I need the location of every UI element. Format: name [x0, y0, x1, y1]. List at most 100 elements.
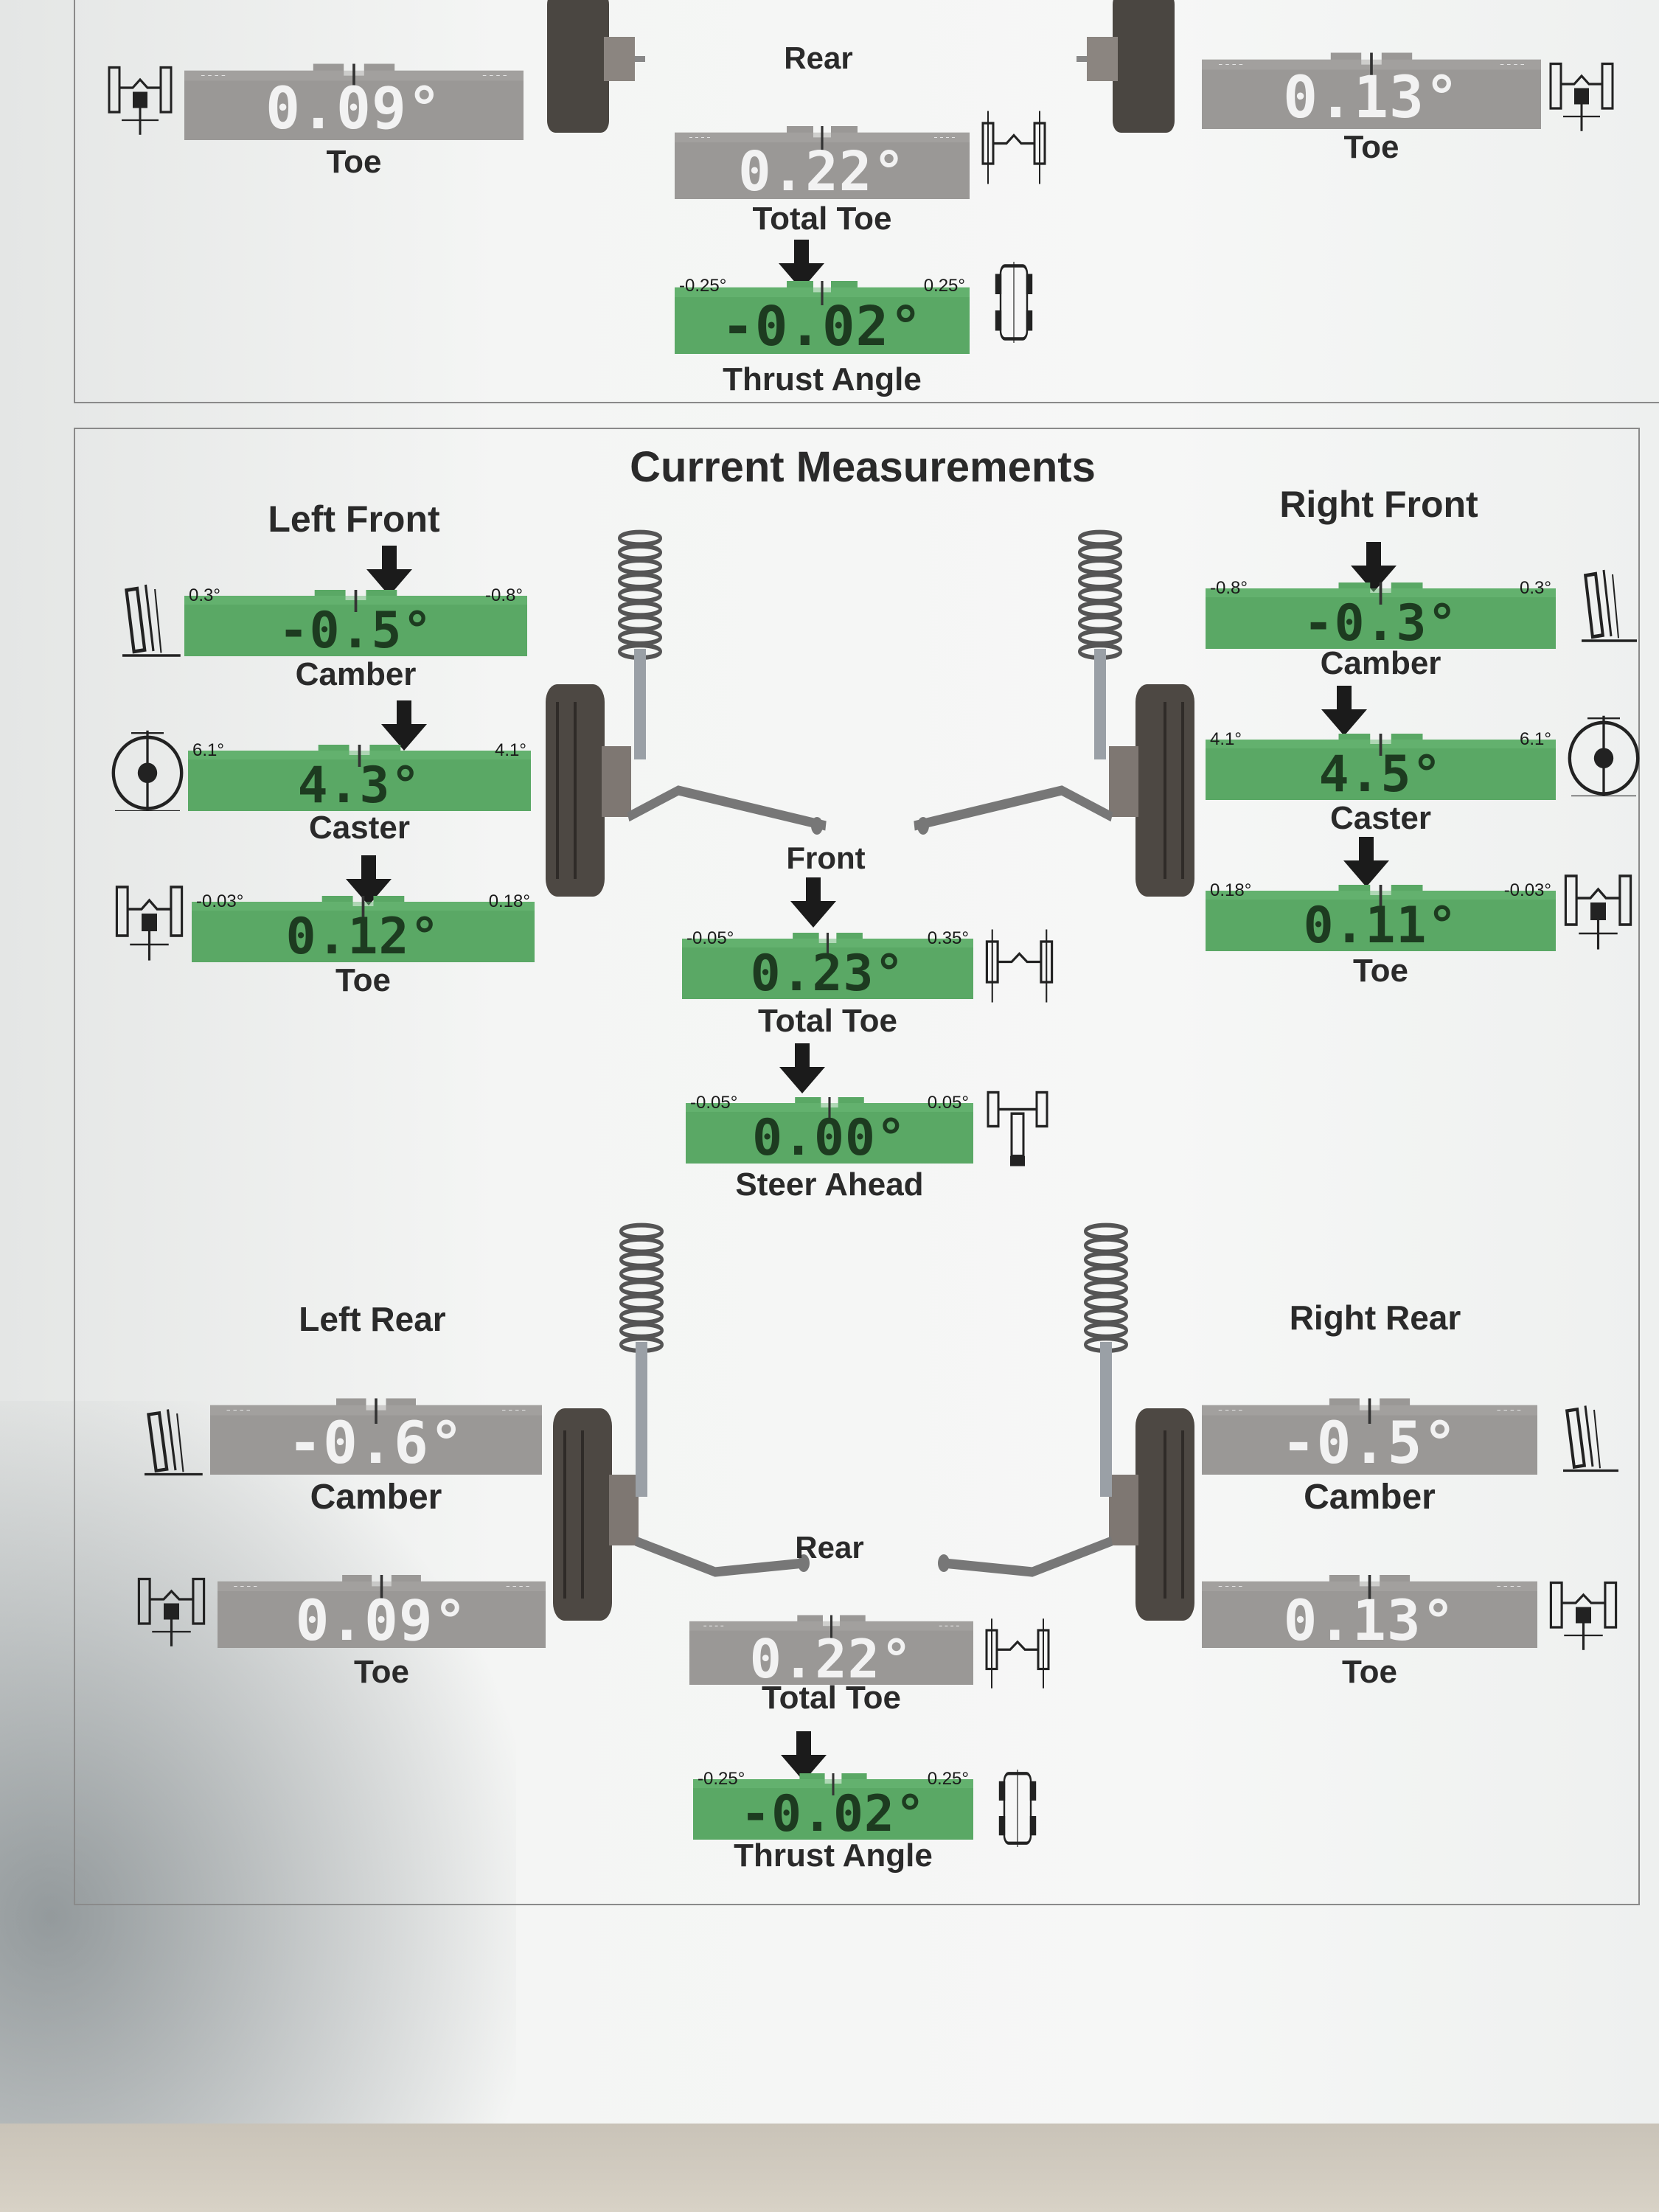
gauge-min: 0.18° — [1210, 880, 1252, 900]
toe-icon — [1545, 52, 1618, 133]
top-right-toe-label: Toe — [1343, 129, 1399, 165]
gauge-min: -0.05° — [690, 1093, 738, 1113]
caster-icon — [1563, 712, 1644, 798]
right-front-caster-gauge: 4.1° 6.1° 4.5° — [1206, 726, 1556, 804]
toe-icon — [1559, 863, 1637, 951]
rear-total-toe-label: Total Toe — [761, 1680, 902, 1716]
camber-icon — [1567, 557, 1641, 645]
toe-icon — [1545, 1571, 1622, 1652]
left-rear-title: Left Rear — [299, 1300, 446, 1338]
gauge-value: -0.5° — [1281, 1411, 1458, 1477]
left-front-toe-label: Toe — [335, 962, 391, 998]
page-shadow — [0, 1401, 516, 2138]
thrust-angle-icon — [992, 262, 1036, 343]
camber-icon — [107, 571, 184, 660]
top-total-toe-gauge: 0.22° — [675, 118, 970, 204]
right-front-toe-gauge: 0.18° -0.03° 0.11° — [1206, 877, 1556, 955]
gauge-value: 4.3° — [297, 757, 422, 815]
left-rear-toe-label: Toe — [354, 1654, 409, 1690]
rear-thrust-angle-label: Thrust Angle — [734, 1837, 933, 1874]
down-arrow — [364, 546, 415, 597]
camber-icon — [1548, 1394, 1622, 1475]
rear-tire-left-icon — [542, 0, 645, 140]
down-arrow — [343, 855, 394, 907]
gauge-min: 6.1° — [192, 740, 224, 760]
top-thrust-angle-gauge: -0.25° 0.25° -0.02° — [675, 273, 970, 358]
right-front-toe-label: Toe — [1353, 953, 1408, 989]
down-arrow — [1340, 837, 1392, 888]
gauge-max: -0.8° — [485, 585, 523, 605]
down-arrow — [1318, 686, 1370, 737]
toe-icon — [133, 1567, 210, 1648]
top-left-toe-gauge: 0.09° — [184, 55, 524, 142]
down-arrow — [787, 877, 839, 929]
rear-total-toe-gauge: 0.22° — [689, 1607, 973, 1690]
gauge-value: 0.12° — [285, 908, 441, 966]
floor-background — [0, 2124, 1659, 2212]
top-right-toe-gauge: 0.13° — [1202, 44, 1541, 131]
gauge-max: 0.3° — [1520, 578, 1551, 598]
thrust-angle-icon — [995, 1770, 1040, 1847]
total-toe-icon — [977, 107, 1051, 188]
gauge-max: 4.1° — [495, 740, 526, 760]
steer-ahead-label: Steer Ahead — [735, 1166, 924, 1203]
left-front-toe-gauge: -0.03° 0.18° 0.12° — [192, 888, 535, 966]
front-label: Front — [786, 841, 866, 875]
rear-tire-right-icon — [1077, 0, 1180, 140]
gauge-min: -0.8° — [1210, 578, 1248, 598]
right-front-camber-label: Camber — [1320, 645, 1441, 681]
top-total-toe-label: Total Toe — [752, 201, 892, 237]
right-rear-toe-gauge: 0.13° — [1202, 1567, 1537, 1653]
steer-ahead-gauge: -0.05° 0.05° 0.00° — [686, 1090, 973, 1167]
gauge-value: 0.00° — [752, 1109, 907, 1167]
gauge-min: 0.3° — [189, 585, 220, 605]
rear-suspension-left-icon — [553, 1209, 848, 1652]
left-front-title: Left Front — [268, 498, 440, 540]
down-arrow — [776, 1043, 828, 1095]
gauge-value: 0.22° — [738, 140, 906, 204]
down-arrow — [778, 1731, 830, 1783]
right-rear-title: Right Rear — [1289, 1298, 1461, 1337]
left-front-caster-gauge: 6.1° 4.1° 4.3° — [188, 737, 531, 815]
gauge-value: -0.3° — [1303, 594, 1458, 653]
top-thrust-angle-label: Thrust Angle — [723, 361, 922, 397]
caster-icon — [107, 726, 188, 813]
rear-suspension-right-icon — [900, 1209, 1194, 1652]
right-rear-camber-label: Camber — [1304, 1478, 1436, 1517]
previous-measurements-panel — [74, 0, 1659, 403]
gauge-max: 0.35° — [927, 928, 969, 948]
toe-icon — [103, 55, 177, 136]
down-arrow — [378, 700, 430, 752]
rear-label: Rear — [795, 1530, 864, 1565]
front-suspension-right-icon — [900, 516, 1194, 959]
gauge-value: -0.6° — [288, 1411, 465, 1477]
gauge-max: 0.25° — [927, 1769, 969, 1789]
gauge-value: 0.23° — [750, 945, 905, 1003]
gauge-value: 0.22° — [749, 1628, 914, 1690]
current-measurements-panel — [74, 428, 1640, 1905]
camber-icon — [129, 1397, 206, 1478]
gauge-value: 0.13° — [1283, 65, 1460, 131]
gauge-max: 6.1° — [1520, 729, 1551, 749]
right-rear-camber-gauge: -0.5° — [1202, 1390, 1537, 1477]
right-front-camber-gauge: -0.8° 0.3° -0.3° — [1206, 575, 1556, 653]
rear-thrust-angle-gauge: -0.25° 0.25° -0.02° — [693, 1766, 973, 1843]
front-total-toe-gauge: -0.05° 0.35° 0.23° — [682, 925, 973, 1003]
steer-ahead-icon — [981, 1084, 1054, 1169]
gauge-value: 0.11° — [1303, 897, 1458, 955]
gauge-min: -0.25° — [698, 1769, 745, 1789]
right-rear-toe-label: Toe — [1342, 1654, 1397, 1690]
gauge-value: -0.02° — [740, 1785, 926, 1843]
gauge-min: -0.25° — [679, 276, 727, 296]
page-title: Current Measurements — [630, 443, 1096, 491]
left-front-caster-label: Caster — [309, 810, 410, 846]
gauge-value: 4.5° — [1318, 745, 1443, 804]
top-rear-label: Rear — [784, 41, 853, 75]
gauge-min: 4.1° — [1210, 729, 1242, 749]
gauge-min: -0.03° — [196, 891, 244, 911]
total-toe-icon — [981, 925, 1058, 1006]
gauge-value: -0.02° — [721, 295, 923, 358]
front-suspension-left-icon — [546, 516, 841, 959]
left-rear-toe-gauge: 0.09° — [218, 1567, 546, 1653]
gauge-min: -0.05° — [686, 928, 734, 948]
